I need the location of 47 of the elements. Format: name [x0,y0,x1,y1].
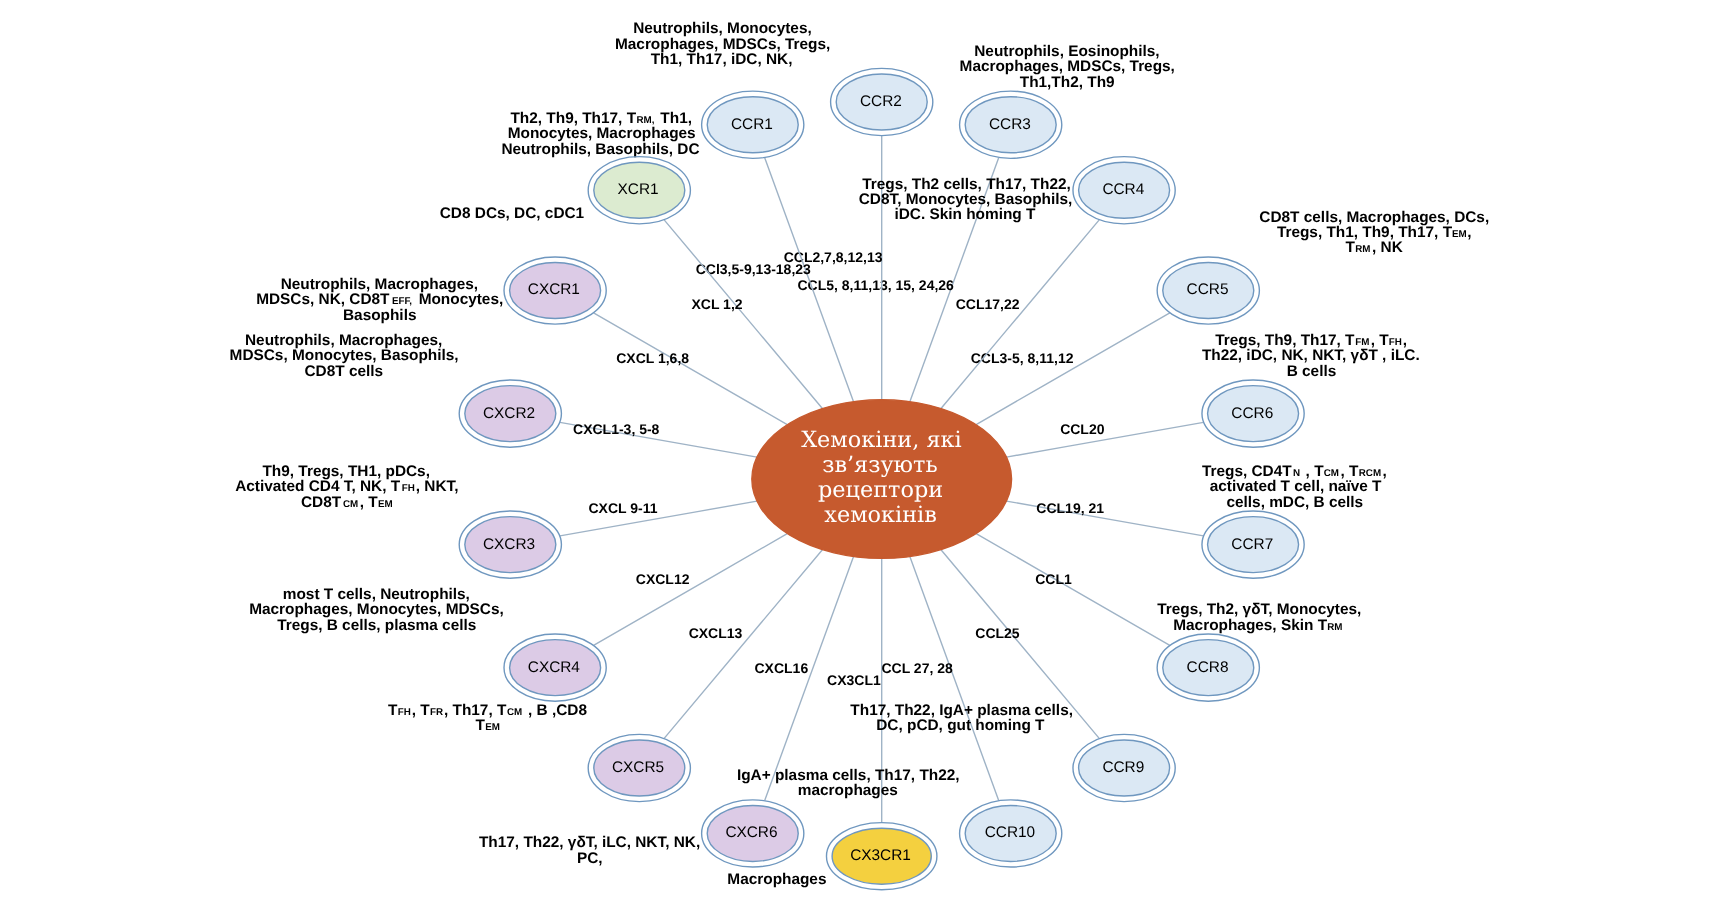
node-ellipse: CXCR6 [700,799,805,868]
connector [940,219,1100,410]
node-ellipse: CCR10 [958,799,1063,868]
node-ellipse: CX3CR1 [825,821,938,891]
node-label: IgA+ plasma cells, Th17, Th22, macrophages [736,765,960,800]
node-ellipse: CCR1 [700,90,805,160]
node-ellipse: CCR5 [1156,256,1261,325]
node-label: most T cells, Neutrophils, Macrophages, Monocytes, MDSCs, Tregs, B cells, plasma cells [249,584,504,634]
node-label: Neutrophils, Eosinophils, Macrophages, MDSCs, Tregs, Th1,Th2, Th9 [959,41,1175,91]
node-label: Tregs, Th2 cells, Th17, Th22, CD8T, Monocytes, Basophils, iDC. Skin homing T [858,174,1073,224]
node-ellipse: CXCR1 [503,256,607,325]
node-label: Macrophages [727,869,827,888]
connector [592,532,788,647]
connector [559,500,758,537]
node-ellipse: CXCR5 [587,733,692,803]
connector [909,157,1000,403]
connector [663,549,824,740]
node-label: Neutrophils, Macrophages, MDSCs, Monocytes, Basophils, CD8T cells [229,330,459,380]
node-ellipse: CXCR3 [458,510,563,579]
node-ellipse: Хемокіни, які зв’язують рецептори хемокінів [751,399,1013,560]
node-ellipse: CCR2 [829,67,934,137]
connector [559,421,758,458]
connector [975,532,1171,647]
connector [1005,500,1205,537]
node-ellipse: CCR4 [1072,155,1176,225]
connector [909,555,1000,802]
connector [881,557,883,824]
node-ellipse: CXCR4 [503,633,607,702]
node-ellipse: CCR8 [1156,633,1261,702]
connector [592,312,788,426]
node-ellipse: CCR7 [1201,510,1305,579]
node-ellipse: CXCR2 [458,379,563,448]
connector [881,135,883,401]
node-label: Th17, Th22, γδT, iLC, NKT, NK, PC, [479,833,701,867]
node-label: Th17, Th22, IgA+ plasma cells, DC, pCD, gut homing T [850,700,1073,734]
node-label: CD8 DCs, DC, cDC1 [439,203,585,222]
node-ellipse: CCR9 [1072,733,1176,803]
node-ellipse: CCR3 [958,90,1063,160]
node-label: Neutrophils, Monocytes, Macrophages, MDSCs, Tregs, Th1, Th17, iDC, NK, [614,19,831,68]
connector [764,555,855,802]
connector [764,157,855,403]
connector [940,549,1100,740]
node-ellipse: CCR6 [1201,379,1305,448]
node-ellipse: XCR1 [587,155,692,225]
connector [663,219,824,410]
connector [1005,421,1205,458]
connector [975,312,1171,426]
